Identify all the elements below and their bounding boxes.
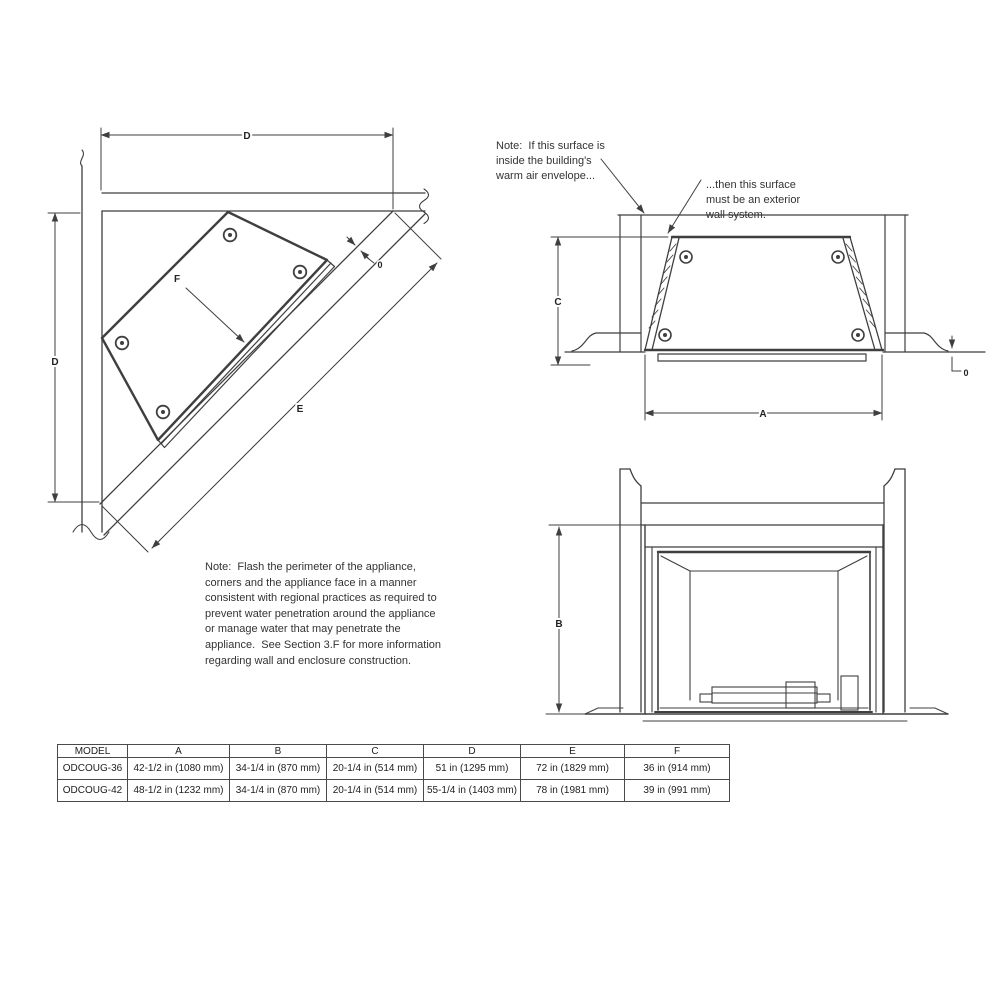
dim-label-b: B <box>555 619 562 630</box>
plan-dimensions <box>550 158 962 421</box>
corner-installation-diagram: D D E F 0 <box>47 127 442 553</box>
note-warm-air-envelope: Note: If this surface is inside the buil… <box>496 140 605 182</box>
table-row: ODCOUG-42 48-1/2 in (1232 mm) 34-1/4 in … <box>57 779 730 802</box>
dim-f-value: 36 in (914 mm) <box>624 757 730 780</box>
front-trim <box>657 353 867 362</box>
front-dimensions <box>545 524 642 715</box>
dim-d-value: 51 in (1295 mm) <box>423 757 521 780</box>
burner-assembly <box>699 675 859 711</box>
dim-label-a: A <box>759 409 766 420</box>
col-header-model: MODEL <box>57 744 128 758</box>
front-base <box>584 707 949 722</box>
front-view-diagram: B <box>545 468 949 722</box>
note-exterior-wall: ...then this surface must be an exterior… <box>706 179 801 221</box>
plan-walls <box>564 214 986 353</box>
right-side-hatching <box>845 243 877 329</box>
dim-b-value: 34-1/4 in (870 mm) <box>229 779 327 802</box>
mounting-holes <box>658 250 865 342</box>
dim-label-d-left: D <box>51 357 58 368</box>
front-walls <box>619 468 906 713</box>
col-header-a: A <box>127 744 230 758</box>
dim-label-c: C <box>554 297 561 308</box>
plan-dimension-labels: C A 0 <box>552 295 970 422</box>
col-header-d: D <box>423 744 521 758</box>
dim-b-value: 34-1/4 in (870 mm) <box>229 757 327 780</box>
mounting-holes <box>114 227 308 420</box>
dimension-table: MODEL A B C D E F ODCOUG-36 42-1/2 in (1… <box>57 744 730 802</box>
dim-label-e: E <box>297 404 304 415</box>
table-header-row: MODEL A B C D E F <box>57 744 730 758</box>
col-header-f: F <box>624 744 730 758</box>
corner-walls <box>72 149 430 541</box>
dim-a-value: 42-1/2 in (1080 mm) <box>127 757 230 780</box>
dim-e-value: 72 in (1829 mm) <box>520 757 625 780</box>
dim-e-value: 78 in (1981 mm) <box>520 779 625 802</box>
dim-c-value: 20-1/4 in (514 mm) <box>326 757 424 780</box>
corner-dimensions <box>47 127 442 553</box>
note-flashing-instructions: Note: Flash the perimeter of the applian… <box>205 561 442 667</box>
table-row: ODCOUG-36 42-1/2 in (1080 mm) 34-1/4 in … <box>57 757 730 780</box>
dim-a-value: 48-1/2 in (1232 mm) <box>127 779 230 802</box>
dim-c-value: 20-1/4 in (514 mm) <box>326 779 424 802</box>
dim-label-d-top: D <box>243 131 250 142</box>
dim-label-zero-front: 0 <box>963 368 968 378</box>
dim-d-value: 55-1/4 in (1403 mm) <box>423 779 521 802</box>
installation-diagrams: D D E F 0 <box>47 127 986 722</box>
dim-label-zero-corner: 0 <box>377 260 382 270</box>
model-name: ODCOUG-36 <box>57 757 128 780</box>
dim-f-value: 39 in (991 mm) <box>624 779 730 802</box>
dim-label-f: F <box>174 274 180 285</box>
col-header-b: B <box>229 744 327 758</box>
plan-appliance <box>643 235 885 362</box>
col-header-c: C <box>326 744 424 758</box>
col-header-e: E <box>520 744 625 758</box>
corner-dimension-labels: D D E F 0 <box>49 129 384 417</box>
left-side-hatching <box>648 243 677 329</box>
model-name: ODCOUG-42 <box>57 779 128 802</box>
plan-view-diagram: C A 0 <box>550 158 986 422</box>
front-fireplace <box>644 524 884 715</box>
